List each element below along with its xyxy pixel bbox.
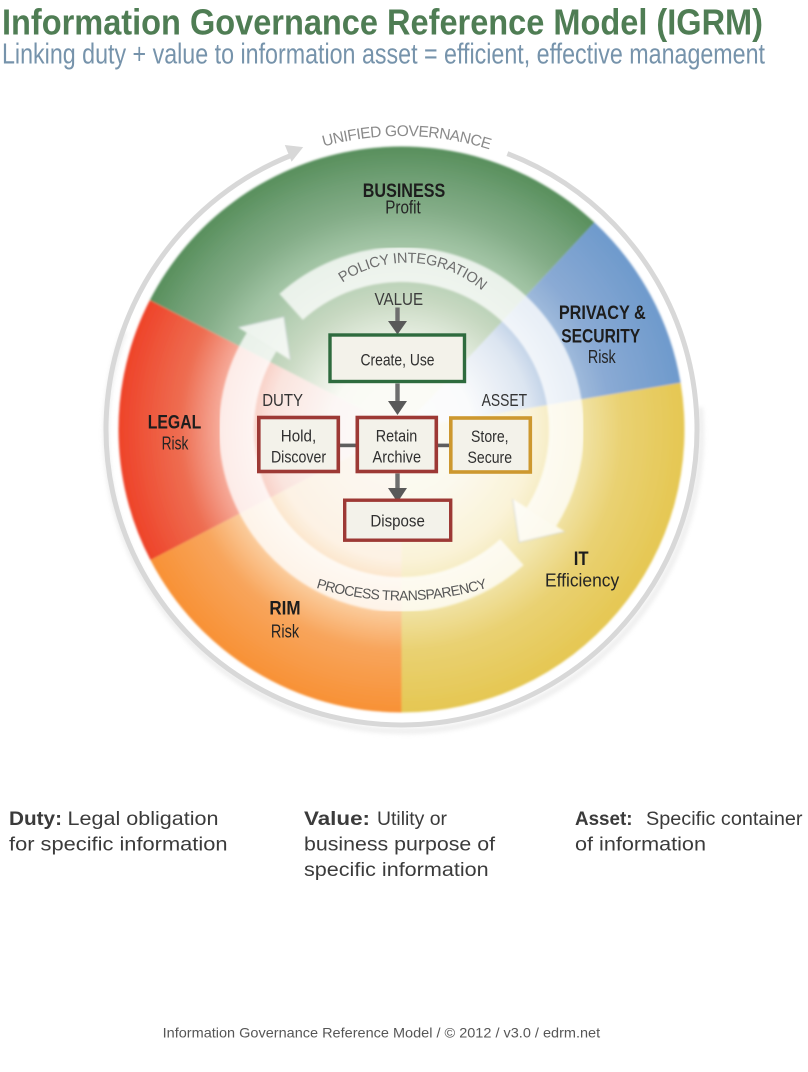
svg-text:business purpose of: business purpose of [304, 834, 496, 856]
svg-text:Value:: Value: [304, 808, 370, 830]
svg-text:Efficiency: Efficiency [545, 571, 619, 591]
svg-text:Retain: Retain [376, 427, 418, 446]
svg-text:Profit: Profit [385, 198, 421, 218]
svg-text:Utility or: Utility or [377, 808, 448, 830]
svg-text:PRIVACY &: PRIVACY & [559, 303, 646, 324]
svg-text:Information Governance Referen: Information Governance Reference Model /… [163, 1025, 601, 1041]
svg-text:Secure: Secure [468, 448, 513, 467]
svg-text:Archive: Archive [373, 448, 422, 467]
svg-text:Hold,: Hold, [281, 427, 316, 446]
svg-text:Risk: Risk [162, 433, 189, 453]
svg-text:DUTY: DUTY [262, 390, 303, 410]
svg-text:Linking duty + value to inform: Linking duty + value to information asse… [2, 39, 765, 71]
svg-text:Legal obligation: Legal obligation [68, 808, 219, 830]
svg-text:for specific information: for specific information [9, 834, 227, 856]
svg-text:Information Governance Referen: Information Governance Reference Model (… [2, 2, 763, 43]
svg-text:Asset:: Asset: [575, 808, 633, 830]
svg-text:LEGAL: LEGAL [148, 413, 202, 434]
svg-text:IT: IT [574, 549, 589, 570]
svg-text:Risk: Risk [271, 622, 300, 642]
svg-text:Dispose: Dispose [370, 512, 425, 531]
svg-text:Risk: Risk [588, 347, 617, 367]
svg-text:VALUE: VALUE [375, 289, 424, 309]
svg-text:ASSET: ASSET [482, 390, 528, 410]
svg-text:RIM: RIM [269, 599, 300, 620]
svg-text:of information: of information [575, 834, 706, 856]
svg-text:Store,: Store, [471, 427, 509, 446]
svg-text:Create, Use: Create, Use [361, 351, 435, 370]
svg-text:BUSINESS: BUSINESS [363, 181, 445, 202]
svg-text:Discover: Discover [271, 448, 326, 467]
svg-text:Specific container: Specific container [646, 808, 803, 830]
svg-text:Duty:: Duty: [9, 808, 62, 830]
svg-text:specific information: specific information [304, 859, 489, 881]
svg-text:SECURITY: SECURITY [561, 326, 640, 347]
